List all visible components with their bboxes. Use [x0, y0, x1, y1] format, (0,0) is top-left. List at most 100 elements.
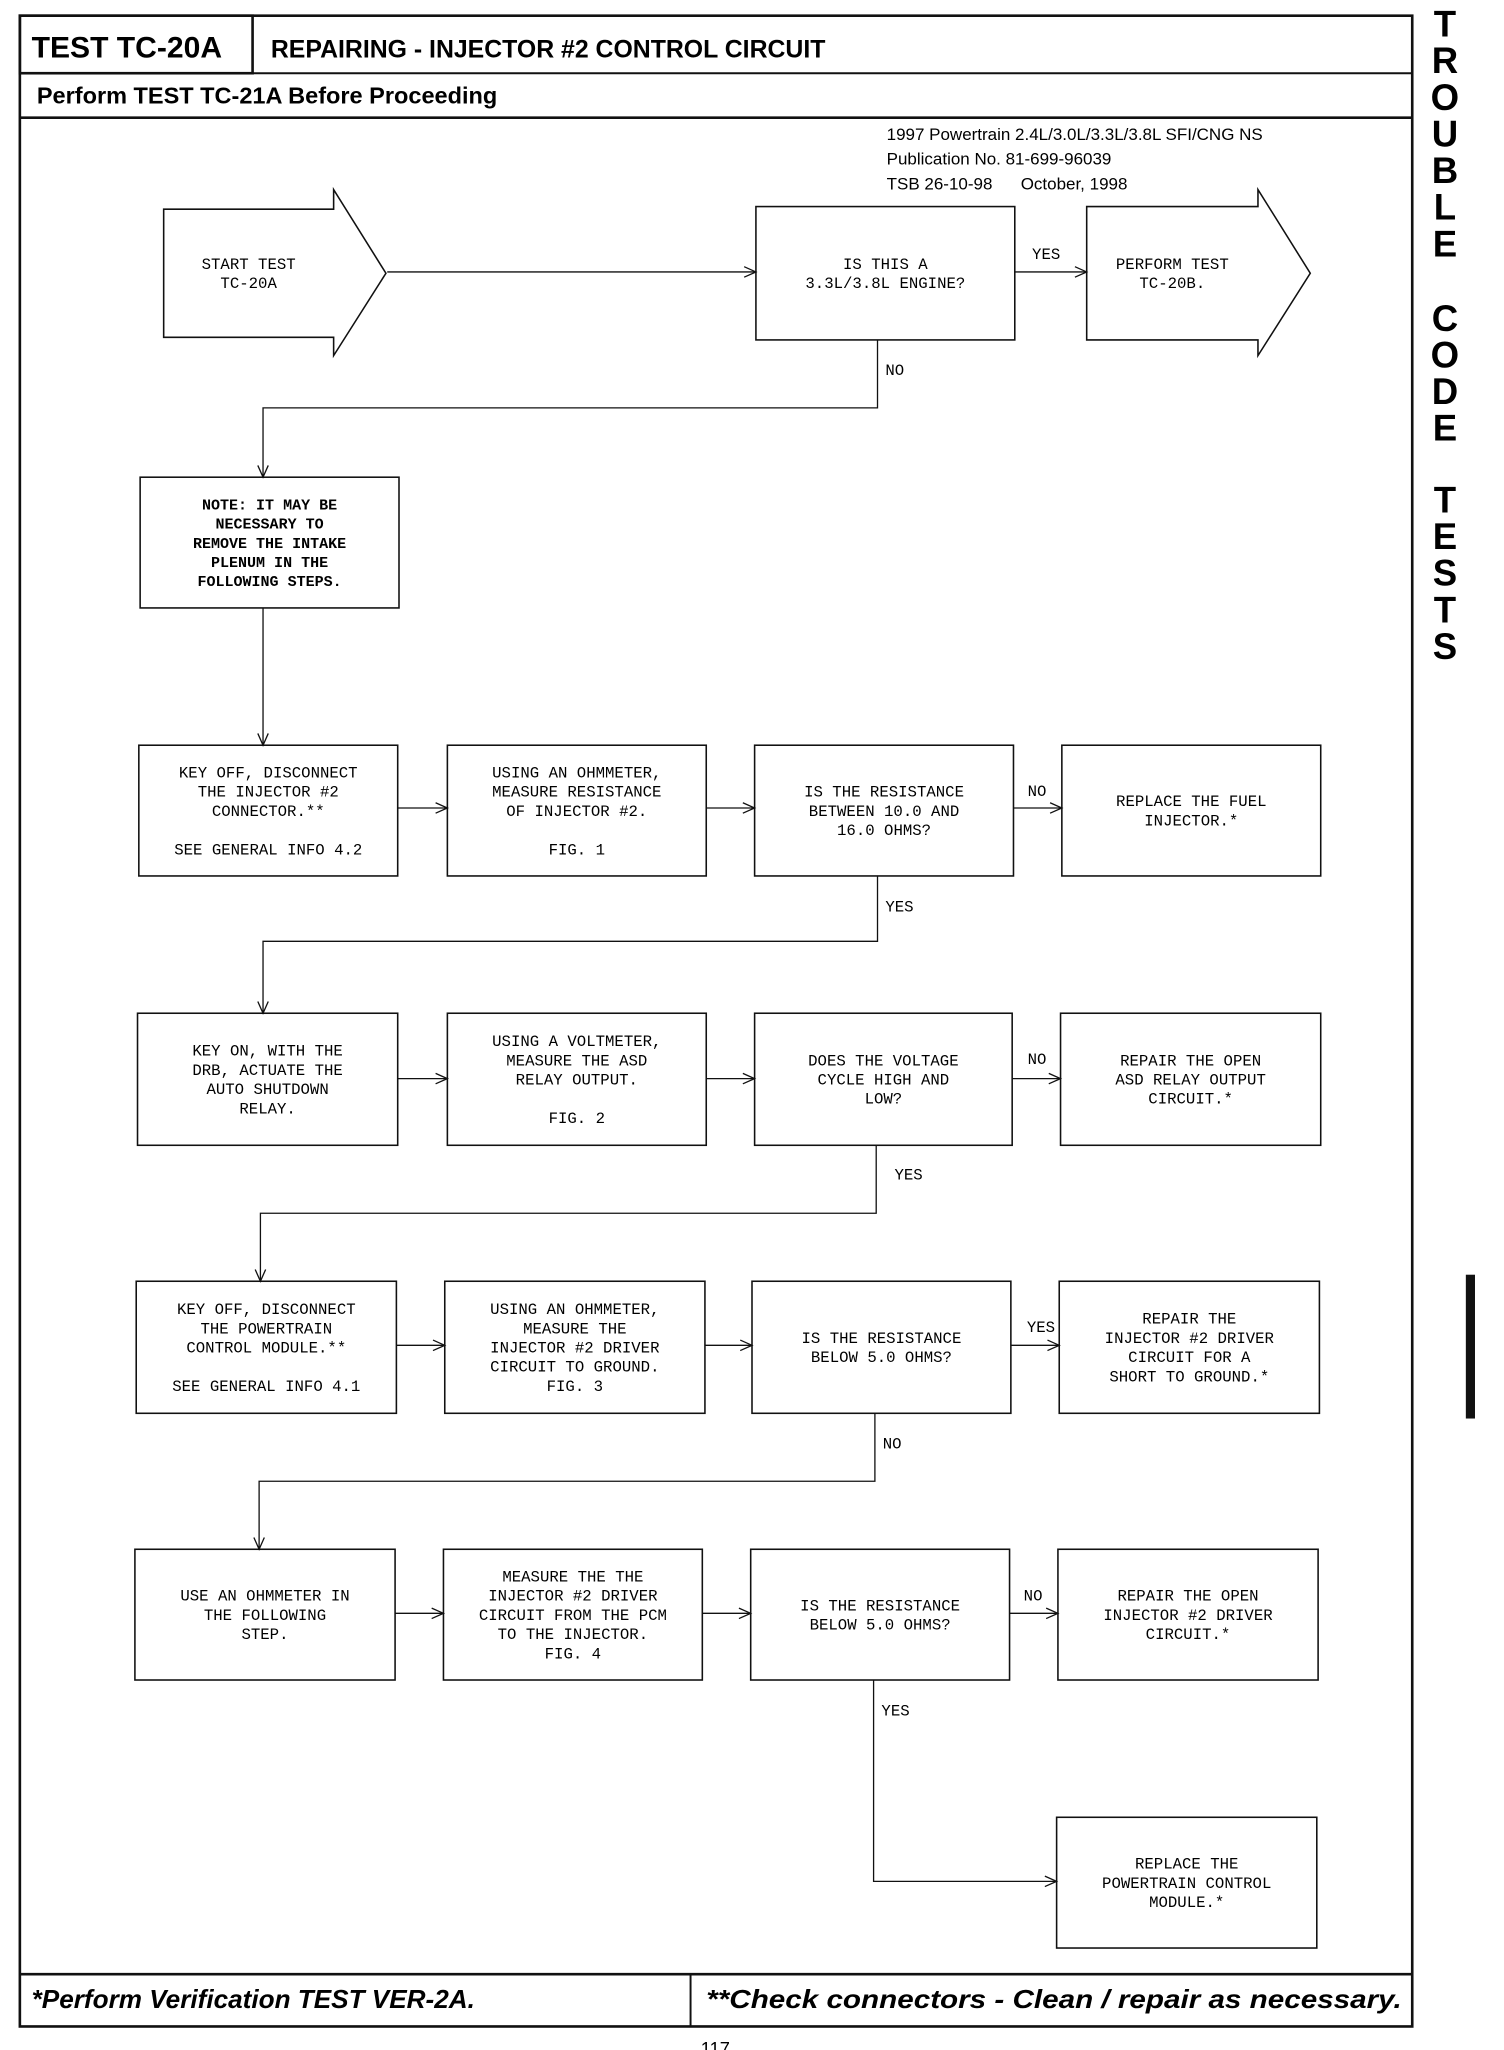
- node-text-line: AUTO SHUTDOWN: [206, 1081, 328, 1099]
- side-tab-letter: L: [1434, 187, 1456, 228]
- footer-connector-note: **Check connectors - Clean / repair as n…: [706, 1984, 1402, 2014]
- node-text-line: DOES THE VOLTAGE: [808, 1052, 958, 1070]
- side-tab-letter: E: [1433, 408, 1457, 449]
- arrowhead-icon: [738, 1607, 753, 1620]
- flow-node-r3b: USING AN OHMMETER,MEASURE THE INJECTOR #2…: [443, 1280, 706, 1415]
- node-text-line: INJECTOR #2 DRIVER: [490, 1340, 659, 1358]
- node-text-line: USING AN OHMMETER,: [490, 1301, 659, 1319]
- box-shape: [443, 1280, 706, 1415]
- connector-line: [258, 1413, 876, 1550]
- edge-label-engine-yes: YES: [1032, 246, 1060, 264]
- side-tab-letter: S: [1433, 626, 1457, 667]
- box-shape: [1057, 1548, 1319, 1681]
- node-text-line: MEASURE THE: [523, 1320, 626, 1338]
- node-text-line: INJECTOR.*: [1144, 812, 1238, 830]
- edge-label-r4-no: NO: [1024, 1587, 1043, 1605]
- side-tab-letter: T: [1434, 479, 1456, 520]
- node-text-line: OF INJECTOR #2.: [506, 803, 647, 821]
- node-text-line: 3.3L/3.8L ENGINE?: [805, 275, 965, 293]
- node-text-line: RELAY OUTPUT.: [516, 1071, 638, 1089]
- side-tab-letter: T: [1434, 4, 1456, 45]
- node-text-line: DRB, ACTUATE THE: [192, 1062, 342, 1080]
- edge-label-r2-yes: YES: [895, 1166, 923, 1184]
- node-text-line: BELOW 5.0 OHMS?: [811, 1349, 952, 1367]
- node-text-line: 16.0 OHMS?: [837, 822, 931, 840]
- node-text-line: NECESSARY TO: [215, 516, 323, 534]
- node-text-line: USING A VOLTMETER,: [492, 1033, 661, 1051]
- arrowhead-icon: [253, 1537, 265, 1551]
- box-shape: [138, 744, 399, 877]
- box-shape: [442, 1548, 704, 1681]
- arrowhead-icon: [435, 1072, 449, 1085]
- side-tab-letter: E: [1433, 223, 1457, 264]
- side-tab-letter: D: [1432, 371, 1458, 412]
- side-tab-letter: U: [1432, 113, 1458, 154]
- arrowhead-icon: [254, 1269, 267, 1283]
- node-text-line: FIG. 2: [549, 1110, 605, 1128]
- box-shape: [135, 1280, 398, 1415]
- arrowhead-icon: [1049, 802, 1064, 814]
- node-text-line: USING AN OHMMETER,: [492, 764, 661, 782]
- edge-label-engine-no: NO: [885, 362, 904, 380]
- node-text-line: REPAIR THE: [1142, 1311, 1236, 1329]
- connector-line: [262, 339, 879, 478]
- side-tab-letter: S: [1433, 553, 1457, 594]
- node-text-line: SEE GENERAL INFO 4.1: [172, 1378, 360, 1396]
- arrowhead-icon: [739, 1339, 754, 1352]
- node-text-line: SEE GENERAL INFO 4.2: [174, 841, 362, 859]
- box-shape: [446, 1012, 708, 1147]
- edge-label-r3-yes: YES: [1027, 1319, 1055, 1337]
- box-shape: [136, 1012, 399, 1147]
- node-text-line: REPLACE THE FUEL: [1116, 793, 1266, 811]
- node-text-line: MEASURE THE THE: [502, 1568, 643, 1586]
- node-text-line: PLENUM IN THE: [211, 554, 328, 572]
- info-line: 1997 Powertrain 2.4L/3.0L/3.3L/3.8L SFI/…: [887, 125, 1263, 144]
- node-text-line: REMOVE THE INTAKE: [193, 535, 346, 553]
- node-text-line: FIG. 3: [547, 1378, 603, 1396]
- node-text-line: FOLLOWING STEPS.: [197, 573, 341, 591]
- arrowhead-icon: [1044, 1875, 1059, 1888]
- node-text-line: KEY OFF, DISCONNECT: [177, 1301, 356, 1319]
- node-text-line: IS THIS A: [843, 256, 928, 274]
- arrowhead-icon: [742, 1072, 757, 1085]
- node-text-line: IS THE RESISTANCE: [800, 1597, 960, 1615]
- node-text-line: PERFORM TEST: [1116, 256, 1229, 274]
- info-line: TSB 26-10-98 October, 1998: [887, 175, 1128, 194]
- flow-node-q_engine: IS THIS A3.3L/3.8L ENGINE?: [755, 205, 1016, 341]
- node-text-line: RELAY.: [239, 1100, 295, 1118]
- arrowhead-icon: [431, 1607, 446, 1620]
- connector-line: [872, 1680, 1057, 1882]
- edge-label-r2-no: NO: [1028, 1051, 1047, 1069]
- page-number: 117: [701, 2038, 730, 2050]
- box-shape: [751, 1280, 1012, 1415]
- node-text-line: THE FOLLOWING: [204, 1607, 326, 1625]
- arrowhead-icon: [257, 1001, 269, 1015]
- node-text-line: CONTROL MODULE.**: [186, 1340, 346, 1358]
- node-text-line: USE AN OHMMETER IN: [180, 1588, 349, 1606]
- node-text-line: STEP.: [241, 1626, 288, 1644]
- edge-label-r4-yes: YES: [881, 1702, 909, 1720]
- page-title: REPAIRING - INJECTOR #2 CONTROL CIRCUIT: [271, 37, 826, 64]
- box-shape: [134, 1548, 396, 1681]
- test-id: TEST TC-20A: [32, 32, 222, 65]
- side-tab-letter: T: [1434, 589, 1456, 630]
- arrow-shape: [162, 186, 387, 359]
- node-text-line: REPAIR THE OPEN: [1120, 1052, 1261, 1070]
- connector-line: [262, 875, 879, 1014]
- arrowhead-icon: [1074, 266, 1089, 278]
- node-text-line: BETWEEN 10.0 AND: [809, 803, 959, 821]
